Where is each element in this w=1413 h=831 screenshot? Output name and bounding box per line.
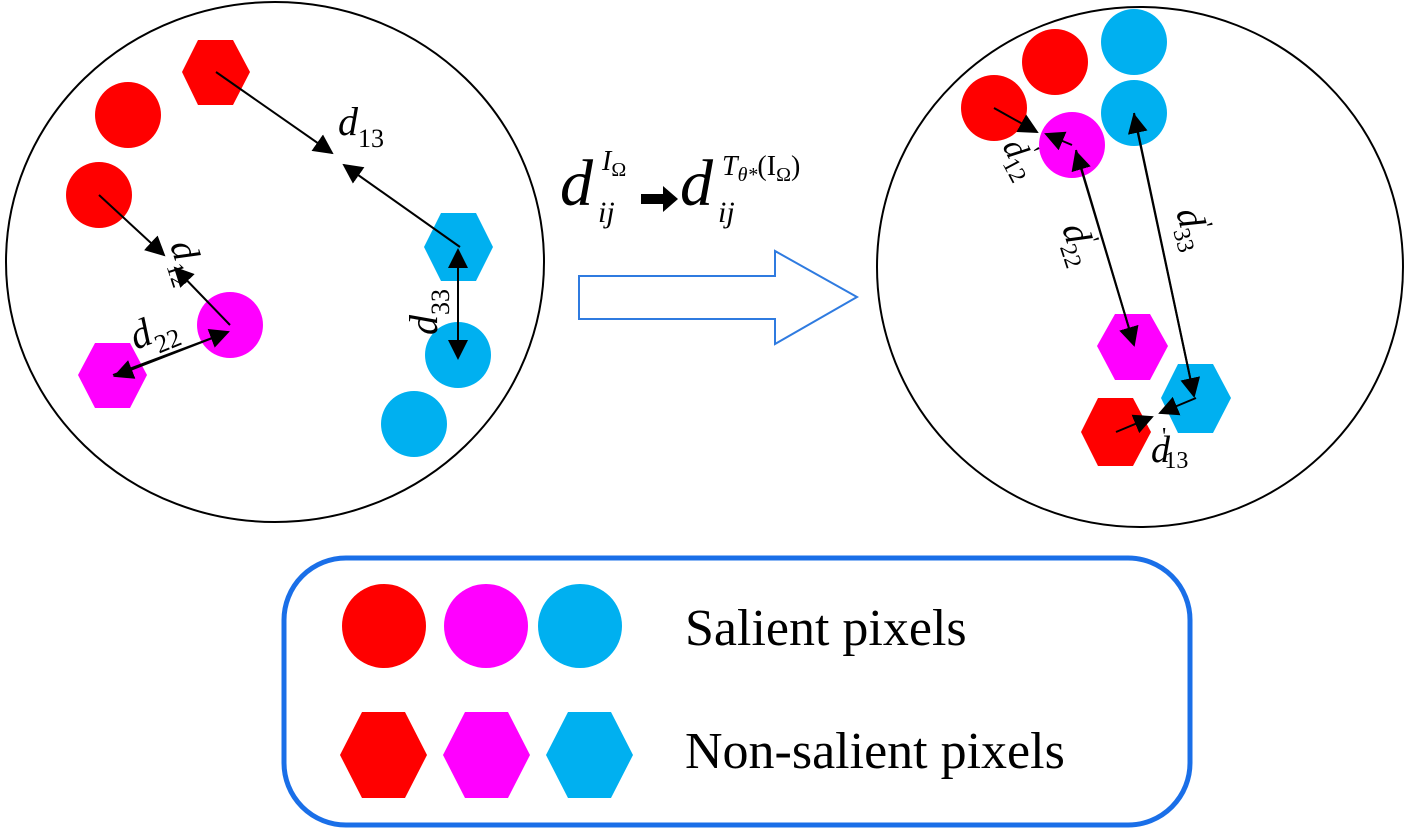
right-label-d13: d'13: [1151, 424, 1188, 474]
right-d13-line-b: [1158, 396, 1197, 416]
legend-red-circle: [342, 584, 426, 668]
left-label-d12: d12: [155, 235, 215, 291]
left-d12-line-b: [173, 266, 231, 326]
right-d13-line-a: [1115, 414, 1154, 434]
left-d12-line-a: [98, 194, 166, 257]
right-d22-line-b: [1071, 150, 1135, 346]
formula-rhs-sup: Tθ*(IΩ): [722, 151, 800, 186]
legend-border: [281, 555, 1193, 828]
left-d22-line-b: [113, 331, 229, 379]
left-red-circle-1: [95, 82, 161, 148]
transform-formula: d IΩ ij d Tθ*(IΩ) ij: [560, 146, 800, 229]
right-d12-line-b: [1044, 131, 1073, 151]
right-label-d33: d'33: [1163, 202, 1222, 256]
right-label-d22: d'22: [1049, 217, 1109, 272]
formula-rhs: d: [680, 147, 714, 220]
legend-magenta-circle: [444, 584, 528, 668]
left-label-d33: d33: [401, 289, 455, 335]
formula-arrow-icon: [641, 186, 678, 212]
right-d12-line-a: [993, 107, 1039, 133]
legend-red-hexagon: [340, 712, 427, 798]
legend-magenta-hexagon: [443, 712, 530, 798]
left-panel: d13 d12 d22 d33: [5, 1, 545, 523]
right-cyan-circle-1: [1101, 9, 1167, 75]
legend-box: Salient pixels Non-salient pixels: [281, 555, 1193, 828]
right-boundary-circle: [876, 6, 1404, 528]
left-magenta-hexagon: [78, 343, 147, 408]
legend-cyan-hexagon: [546, 712, 633, 798]
left-cyan-circle-2: [381, 391, 447, 457]
formula-lhs: d: [560, 147, 594, 220]
transform-arrow-icon: [578, 249, 860, 346]
legend-non-salient-label: Non-salient pixels: [685, 723, 1065, 780]
left-d13-line-a: [215, 71, 334, 155]
left-d13-line-b: [342, 163, 461, 248]
left-label-d13: d13: [338, 99, 384, 153]
right-magenta-hexagon: [1097, 314, 1168, 380]
formula-lhs-sup: IΩ: [601, 146, 626, 181]
right-panel: d'12 d'22 d'33 d'13: [876, 6, 1404, 528]
left-boundary-circle: [5, 1, 545, 523]
right-d33-line-b: [1127, 113, 1195, 397]
formula-lhs-sub: ij: [598, 196, 615, 229]
right-red-circle-1: [1022, 29, 1088, 95]
legend-salient-label: Salient pixels: [685, 600, 967, 657]
formula-rhs-sub: ij: [718, 196, 735, 229]
legend-cyan-circle: [538, 584, 622, 668]
